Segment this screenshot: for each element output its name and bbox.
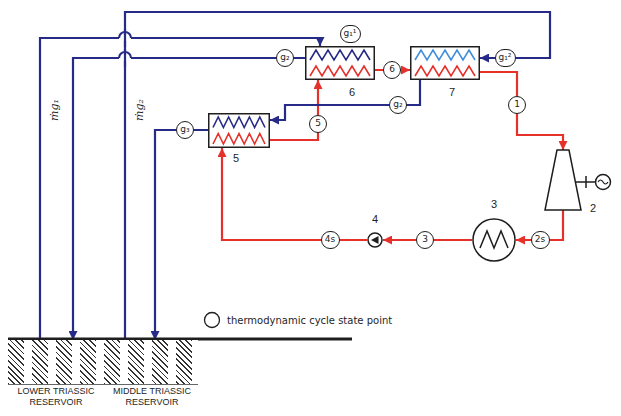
working-fluid-pipe (222, 148, 367, 240)
mass-flow-label: ṁg₁ (48, 97, 61, 123)
coupling (585, 176, 587, 188)
heat-exchanger: 5 (208, 113, 270, 148)
reservoir-name: MIDDLE TRIASSIC RESERVOIR (113, 386, 191, 407)
geothermal-brine-pipe (40, 38, 320, 340)
condenser-symbol (472, 218, 516, 262)
coil (415, 50, 475, 60)
heat-exchanger-symbol (410, 46, 480, 80)
condenser-casing (473, 219, 515, 261)
mass-flow-text: ṁg₂ (133, 99, 146, 121)
state-point: 3 (416, 231, 434, 249)
coil (213, 134, 265, 145)
heat-exchanger-symbol (208, 113, 270, 148)
state-point-number: 3 (422, 234, 428, 244)
coil (310, 66, 370, 76)
component-number: 5 (233, 152, 239, 164)
working-fluid-pipe (480, 72, 563, 150)
text-holder: 5 (230, 152, 242, 165)
coil (213, 117, 265, 128)
state-point: 6 (383, 61, 401, 79)
text-holder: LOWER TRIASSIC RESERVOIR (8, 386, 104, 408)
state-point: g₁² (495, 49, 516, 67)
state-point-number: 5 (315, 118, 321, 128)
heat-exchanger-outline (305, 46, 375, 80)
pump-symbol (367, 232, 383, 248)
state-point: 5 (309, 115, 327, 133)
component-number: 3 (491, 198, 497, 210)
state-point-number: 1 (514, 99, 520, 109)
text-holder: 6 (346, 86, 358, 99)
state-point: g₂ (276, 49, 294, 67)
turbine-symbol (545, 150, 581, 210)
component-number: 4 (372, 213, 378, 225)
condenser: 3 (472, 218, 516, 262)
state-point: 4s (321, 231, 340, 249)
state-point-number: g₂ (393, 99, 402, 109)
geothermal-brine-pipe (125, 12, 550, 340)
pipe-segment (124, 49, 126, 67)
pump-outline (367, 232, 383, 248)
state-point: 2s (531, 231, 550, 249)
text-holder: 4 (369, 213, 381, 226)
pipe-crossing (119, 29, 131, 67)
component-number: 2 (590, 202, 596, 214)
exchanger-casing (306, 47, 375, 80)
component-number: 7 (449, 86, 455, 98)
heat-exchanger-outline (410, 46, 480, 80)
component-number: 6 (349, 86, 355, 98)
working-fluid-pipe (270, 80, 318, 140)
exchanger-casing (411, 47, 480, 80)
state-point: g₂ (389, 96, 407, 114)
mass-flow-label: ṁg₂ (133, 97, 146, 123)
text-holder: 3 (488, 198, 500, 211)
turbine-casing (545, 150, 581, 210)
heat-exchanger-symbol (305, 46, 375, 80)
condenser-outline (472, 218, 516, 262)
legend-text: thermodynamic cycle state point (227, 315, 392, 326)
mass-flow-text: ṁg₁ (48, 99, 61, 121)
legend-row: thermodynamic cycle state point (203, 311, 392, 329)
state-point-symbol (205, 313, 220, 328)
geothermal-reservoir: LOWER TRIASSIC RESERVOIRMIDDLE TRIASSIC … (8, 340, 198, 384)
state-point-number: g₁² (499, 52, 512, 62)
coil (415, 66, 475, 76)
generator-wave (598, 180, 608, 184)
geothermal-reservoir-outline (8, 340, 198, 385)
turbine-outline (545, 150, 581, 210)
state-point-number: 2s (535, 234, 545, 244)
pump: 4 (367, 232, 383, 248)
geothermal-brine-pipe (155, 130, 208, 340)
exchanger-casing (209, 114, 270, 148)
geothermal-brine-pipe (73, 58, 305, 340)
pump-arrow (371, 236, 379, 244)
turbine: 2 (545, 150, 581, 210)
state-point-number: 6 (389, 64, 395, 74)
generator-symbol (576, 175, 611, 190)
heat-exchanger: 7 (410, 46, 480, 80)
state-point-number: 4s (325, 234, 335, 244)
state-point: 1 (508, 96, 526, 114)
heat-exchanger: 6 (305, 46, 375, 80)
coil (310, 50, 370, 60)
pipe-segment (124, 29, 126, 47)
text-holder: MIDDLE TRIASSIC RESERVOIR (104, 386, 200, 408)
generator (596, 175, 611, 190)
legend-sample (203, 311, 221, 329)
heat-exchanger-outline (208, 113, 270, 148)
state-point-number: g₂ (280, 52, 289, 62)
reservoir-name: LOWER TRIASSIC RESERVOIR (18, 386, 95, 407)
text-holder: 2 (587, 202, 599, 215)
state-point: g₃ (176, 121, 194, 139)
state-point-number: g₃ (180, 124, 189, 134)
state-point-number: g₁¹ (344, 28, 357, 38)
condenser-coil (480, 231, 508, 248)
text-holder: 7 (446, 86, 458, 99)
geothermal-brine-pipe (270, 80, 420, 120)
state-point: g₁¹ (340, 25, 361, 43)
pipes (40, 12, 563, 340)
pump-casing (368, 233, 382, 247)
